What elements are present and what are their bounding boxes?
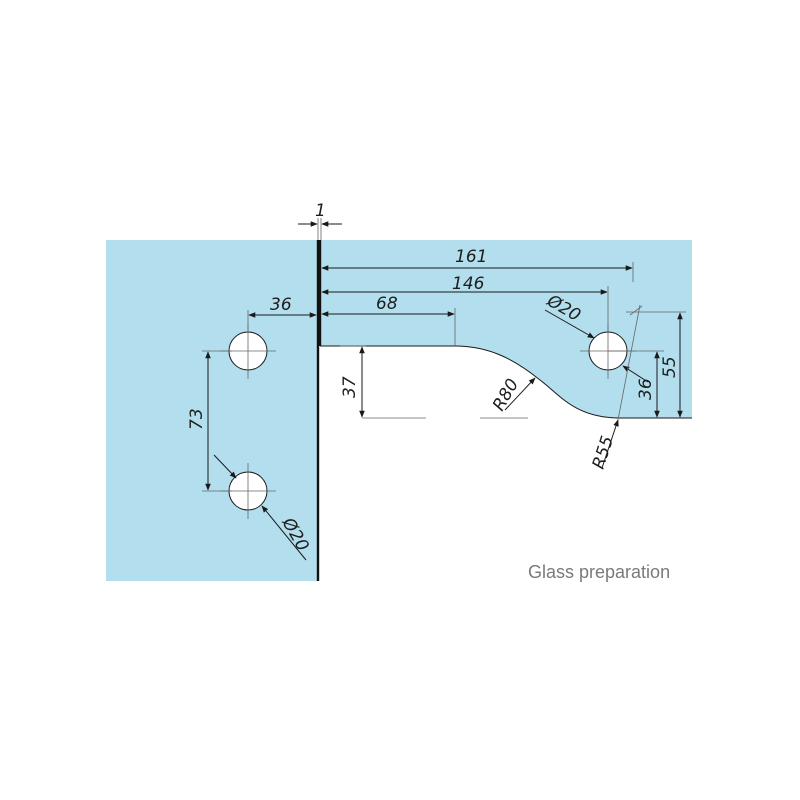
caption: Glass preparation xyxy=(528,562,671,582)
dim-height-right-label: 55 xyxy=(660,356,680,378)
dim-length-total: 161 xyxy=(321,247,634,282)
dim-height-right: 55 xyxy=(626,311,686,418)
dim-length-hole-label: 146 xyxy=(452,274,485,294)
dim-radius-small-label: R55 xyxy=(589,434,618,472)
dim-hole-spacing: 73 xyxy=(187,350,232,492)
dim-hole-height-right: 36 xyxy=(608,350,664,418)
glass-panel-right xyxy=(320,240,692,418)
dim-gap-label: 1 xyxy=(315,201,326,221)
dim-step-height: 37 xyxy=(340,345,528,419)
glass-panel-left xyxy=(106,240,317,581)
hole-left-top xyxy=(220,323,276,379)
dim-length-straight-label: 68 xyxy=(376,294,398,314)
cutout-profile-line xyxy=(320,345,692,419)
dim-gap: 1 xyxy=(298,201,342,240)
dim-radius-large: R80 xyxy=(489,376,536,415)
dim-hole-spacing-label: 73 xyxy=(187,408,207,430)
dim-length-total-label: 161 xyxy=(455,247,487,267)
dim-hole-offset-left-label: 36 xyxy=(270,295,292,315)
dim-step-height-label: 37 xyxy=(340,376,360,398)
dim-length-straight: 68 xyxy=(321,294,456,346)
dim-hole-offset-left: 36 xyxy=(247,295,317,330)
dim-hole-height-right-label: 36 xyxy=(636,378,656,400)
dim-length-hole: 146 xyxy=(321,274,609,332)
dim-radius-large-label: R80 xyxy=(489,376,523,415)
